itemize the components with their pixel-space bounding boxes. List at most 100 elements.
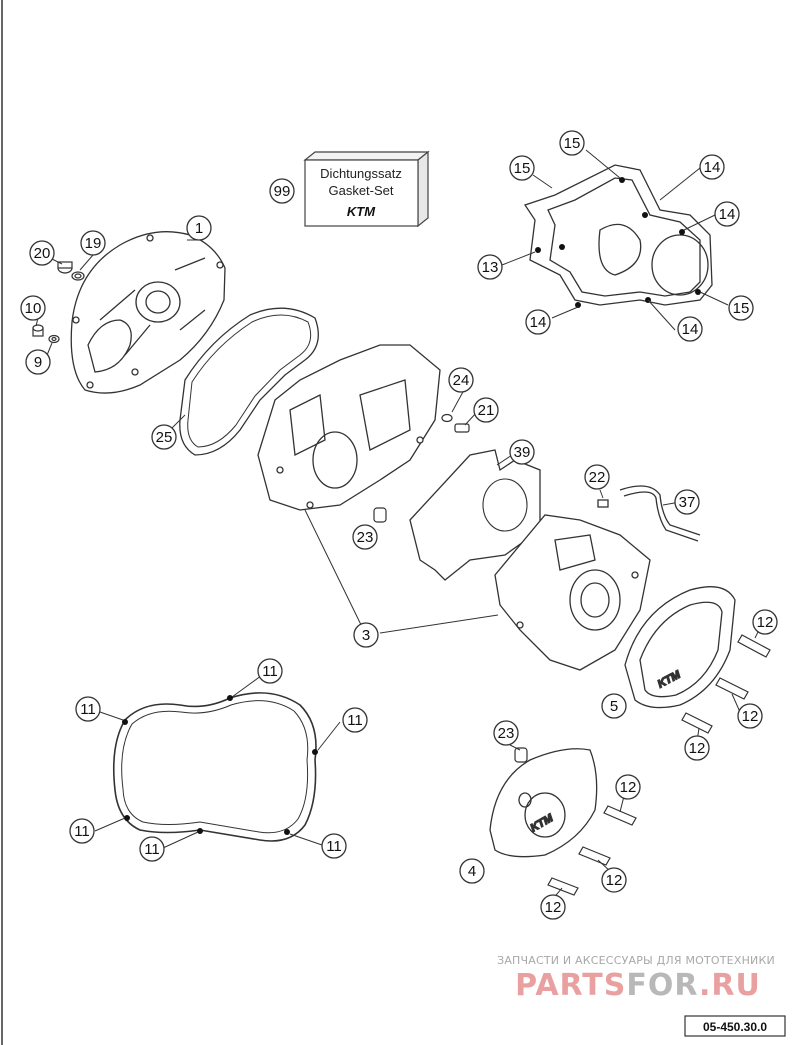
part-plug-and-washers [32, 261, 85, 344]
callout-10-label: 10 [25, 300, 42, 317]
callout-12-f-label: 12 [545, 899, 562, 916]
callout-9 [25, 349, 51, 375]
callout-23-upper [352, 524, 378, 550]
callout-24-label: 24 [453, 372, 470, 389]
callout-14-d-label: 14 [682, 321, 699, 338]
callout-11-a [257, 658, 283, 684]
callout-4 [459, 858, 485, 884]
top-right-gasket-holes [535, 177, 701, 308]
part-ignition-cover: KTM [624, 586, 736, 709]
callout-13 [477, 254, 503, 280]
callout-15-a [559, 130, 585, 156]
part-breather-hose [597, 485, 701, 542]
callout-99-label: 99 [274, 183, 291, 200]
callout-12-d-label: 12 [620, 779, 637, 796]
callout-23-lower-label: 23 [498, 725, 515, 742]
callout-22 [584, 464, 610, 490]
callout-3 [353, 622, 379, 648]
part-top-right-gaskets [523, 164, 713, 306]
callout-12-b [737, 703, 763, 729]
callout-15-b [509, 155, 535, 181]
callout-5 [601, 693, 627, 719]
watermark: ЗАПЧАСТИ И АКСЕССУАРЫ ДЛЯ МОТОТЕХНИКИ PA… [497, 954, 775, 1003]
callout-12-e [601, 867, 627, 893]
callout-1 [186, 215, 212, 241]
callout-11-d [69, 818, 95, 844]
callout-11-a-label: 11 [262, 663, 278, 680]
part-bolts-cover-4 [547, 805, 637, 896]
callout-9-label: 9 [34, 354, 42, 371]
part-clutch-cover-gasket [179, 307, 319, 456]
gasket-set-brand-logo: KTM [347, 204, 376, 219]
part-crankcase-right [494, 514, 651, 671]
part-dowel-23-lower [514, 747, 528, 763]
callout-15-c [728, 295, 754, 321]
callouts [20, 130, 778, 920]
watermark-brand: PARTSFOR.RU [515, 968, 761, 1003]
callout-37-label: 37 [679, 494, 696, 511]
callout-11-e-label: 11 [144, 841, 160, 858]
gasket-set-box: Dichtungssatz Gasket-Set KTM [303, 150, 430, 228]
callout-39-label: 39 [514, 444, 531, 461]
callout-14-d [677, 316, 703, 342]
callout-15-c-label: 15 [733, 300, 750, 317]
callout-12-e-label: 12 [606, 872, 623, 889]
callout-25 [151, 424, 177, 450]
callout-11-d-label: 11 [74, 823, 90, 840]
part-clutch-cover [70, 231, 226, 394]
gasket-set-label-en: Gasket-Set [328, 183, 393, 198]
callout-12-a [752, 609, 778, 635]
part-crankcase-left [257, 344, 441, 511]
callout-12-c-label: 12 [689, 740, 706, 757]
callout-19-label: 19 [85, 235, 102, 252]
part-screw-21-24 [441, 413, 470, 433]
drawing-code: 05-450.30.0 [703, 1020, 767, 1034]
callout-11-b-label: 11 [80, 701, 96, 718]
callout-5-label: 5 [610, 698, 618, 715]
callout-11-f-label: 11 [326, 838, 342, 855]
part-ignition-cover-gasket [112, 692, 317, 842]
gasket-set-label-de: Dichtungssatz [320, 166, 402, 181]
callout-12-a-label: 12 [757, 614, 774, 631]
callout-19 [80, 230, 106, 256]
callout-1-label: 1 [195, 220, 203, 237]
callout-13-label: 13 [482, 259, 499, 276]
callout-10 [20, 295, 46, 321]
callout-12-f [540, 894, 566, 920]
callout-11-e [139, 836, 165, 862]
callout-11-f [321, 833, 347, 859]
callout-25-label: 25 [156, 429, 173, 446]
callout-12-d [615, 774, 641, 800]
callout-4-label: 4 [468, 863, 476, 880]
callout-11-c [342, 707, 368, 733]
callout-3-label: 3 [362, 627, 370, 644]
callout-15-b-label: 15 [514, 160, 531, 177]
part-dowel-23-upper [373, 507, 387, 523]
callout-12-c [684, 735, 710, 761]
callout-20 [29, 240, 55, 266]
drawing-code-box: 05-450.30.0 [684, 1015, 786, 1037]
callout-22-label: 22 [589, 469, 606, 486]
callout-14-b-label: 14 [719, 206, 736, 223]
callout-23-lower [493, 720, 519, 746]
callout-numbers: 1 19 20 10 9 99 25 24 21 39 23 22 37 3 1… [25, 135, 774, 916]
callout-14-c [525, 309, 551, 335]
callout-20-label: 20 [34, 245, 51, 262]
part-bolts-cover-5 [681, 634, 771, 734]
callout-14-a-label: 14 [704, 159, 721, 176]
callout-23-upper-label: 23 [357, 529, 374, 546]
callout-14-a [699, 154, 725, 180]
callout-21 [473, 397, 499, 423]
callout-14-b [714, 201, 740, 227]
callout-24 [448, 367, 474, 393]
callout-39 [509, 439, 535, 465]
part-water-pump-cover: KTM [489, 748, 598, 858]
callout-11-b [75, 696, 101, 722]
callout-37 [674, 489, 700, 515]
callout-12-b-label: 12 [742, 708, 759, 725]
callout-21-label: 21 [478, 402, 495, 419]
callout-15-a-label: 15 [564, 135, 581, 152]
watermark-tagline: ЗАПЧАСТИ И АКСЕССУАРЫ ДЛЯ МОТОТЕХНИКИ [497, 954, 775, 967]
gasket-bolt-holes [122, 695, 318, 835]
callout-14-c-label: 14 [530, 314, 547, 331]
